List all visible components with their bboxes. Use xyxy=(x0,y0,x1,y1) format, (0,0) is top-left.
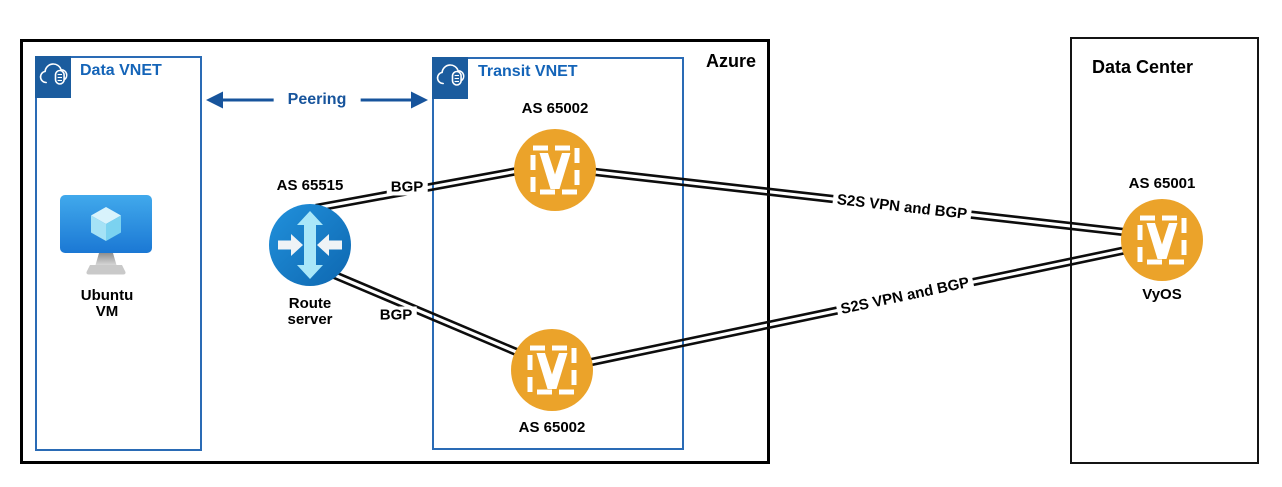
vyos-dc-node xyxy=(1120,198,1204,287)
azure-label: Azure xyxy=(706,51,757,71)
arrow-inward-right xyxy=(317,234,342,256)
vm-cube-glyph xyxy=(91,207,121,241)
azure-vm-icon xyxy=(60,195,152,275)
data-center-label: Data Center xyxy=(1092,57,1194,77)
data-vnet-label: Data VNET xyxy=(80,62,162,79)
vyos-logo-icon xyxy=(514,129,596,211)
peering-label: Peering xyxy=(273,91,361,109)
vyos-dc-label: VyOS xyxy=(1142,286,1182,303)
vyos-top-node xyxy=(513,128,597,217)
vyos-dashed-frame xyxy=(1137,215,1187,265)
vyos-v-glyph xyxy=(1146,223,1178,259)
transit-vnet-label: Transit VNET xyxy=(478,63,578,80)
vyos-logo-icon xyxy=(1121,199,1203,281)
route-server-as-label: AS 65515 xyxy=(276,177,344,194)
vyos-v-glyph xyxy=(539,153,571,189)
transit-vnet-cloud-icon xyxy=(432,57,468,99)
vyos-circle xyxy=(511,329,593,411)
cloud-vnet-icon xyxy=(432,57,468,99)
vyos-dc-as-label: AS 65001 xyxy=(1128,175,1196,192)
arrow-inward-left xyxy=(278,234,303,256)
s2s-vpn-label-top: S2S VPN and BGP xyxy=(832,190,972,224)
data-vnet-box xyxy=(35,56,202,451)
bgp-label-bottom: BGP xyxy=(375,306,417,324)
route-server-node xyxy=(268,203,352,292)
vyos-circle xyxy=(514,129,596,211)
bgp-label-top: BGP xyxy=(386,178,428,196)
s2s-vpn-label-bottom: S2S VPN and BGP xyxy=(835,273,975,319)
data-vnet-cloud-icon xyxy=(35,56,71,98)
vm-stand-base xyxy=(86,265,126,275)
arrow-up xyxy=(297,211,323,245)
ubuntu-vm-node xyxy=(58,193,156,290)
vyos-top-as-label: AS 65002 xyxy=(521,100,589,117)
vyos-bottom-node xyxy=(510,328,594,417)
cloud-vnet-icon xyxy=(35,56,71,98)
vyos-logo-icon xyxy=(511,329,593,411)
vm-stand-neck xyxy=(95,253,117,265)
route-server-label: Route server xyxy=(287,295,333,328)
ubuntu-vm-label: Ubuntu VM xyxy=(80,287,134,320)
vyos-circle xyxy=(1121,199,1203,281)
route-server-icon xyxy=(269,204,351,286)
vyos-bottom-as-label: AS 65002 xyxy=(518,419,586,436)
